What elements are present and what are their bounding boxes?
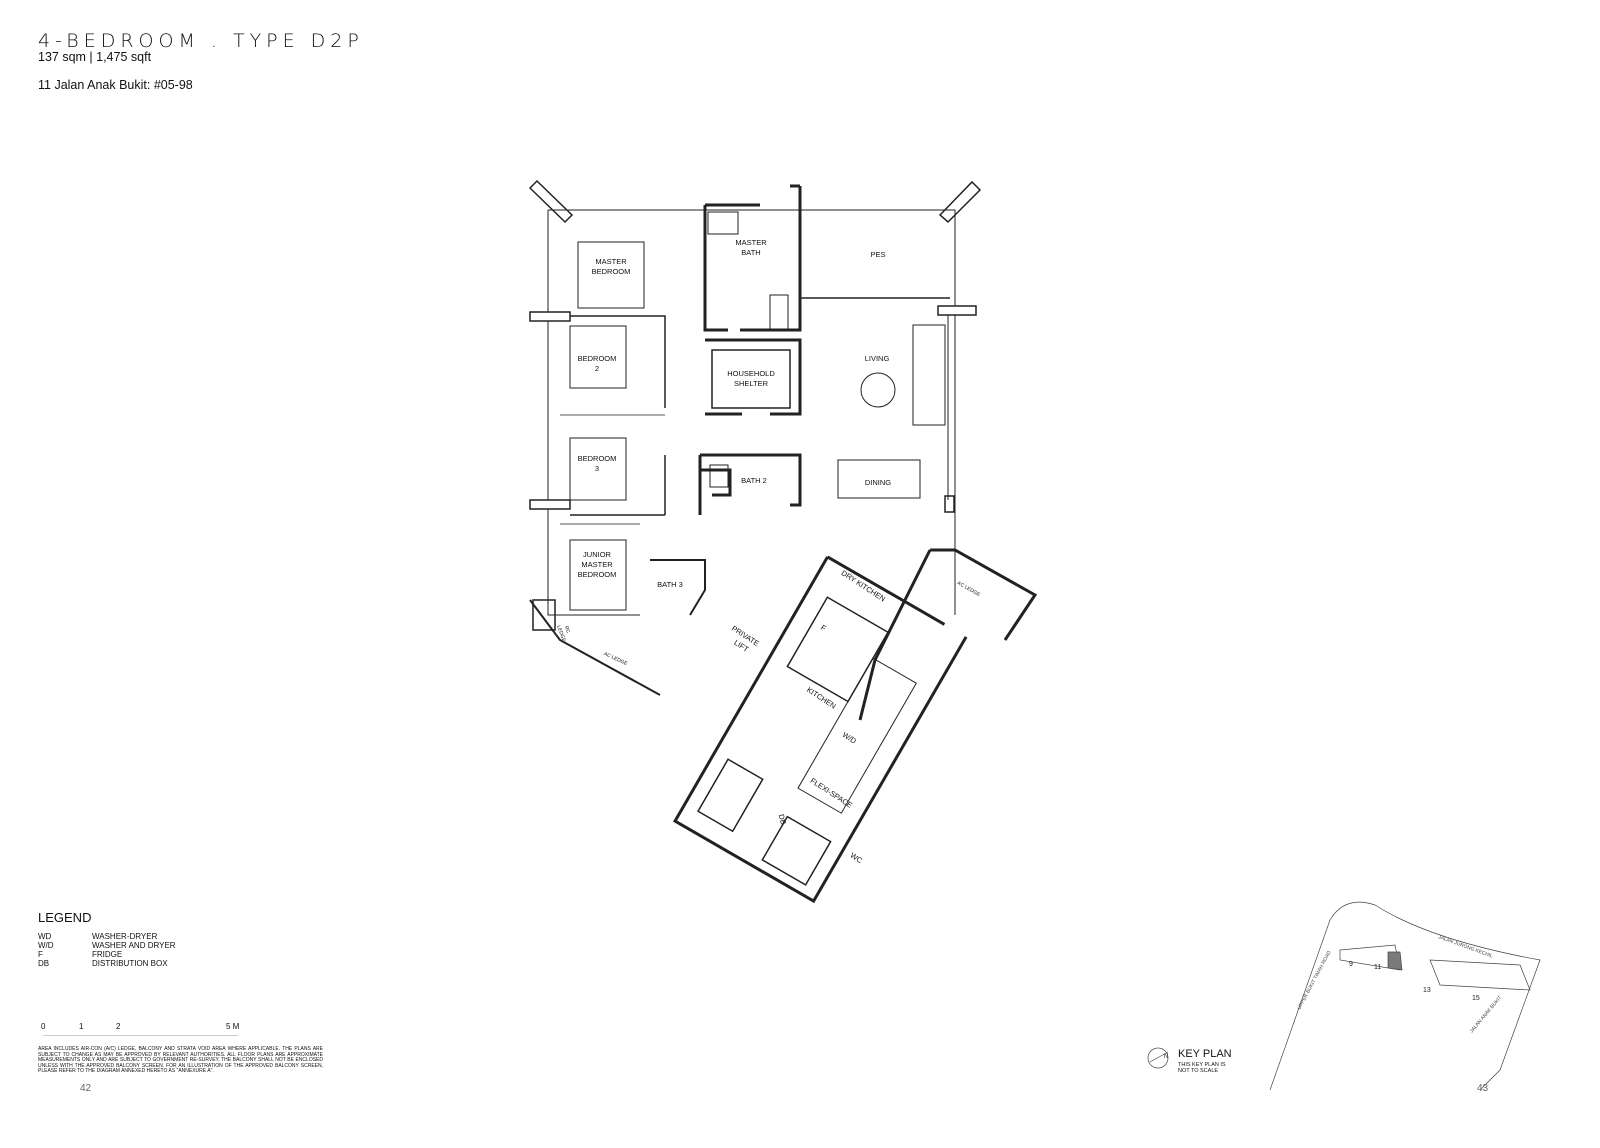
- svg-text:N: N: [1164, 1054, 1168, 1060]
- svg-text:SHELTER: SHELTER: [734, 379, 769, 388]
- svg-text:15: 15: [1472, 995, 1480, 1002]
- label-ac-ledge-right: AC LEDGE: [956, 580, 981, 598]
- label-db: DB: [777, 813, 788, 825]
- room-labels: MASTER BEDROOM MASTER BATH PES BEDROOM 2…: [555, 238, 981, 865]
- page-title: 4-BEDROOM . TYPE D2P: [38, 30, 364, 52]
- legend-title: LEGEND: [38, 910, 92, 925]
- svg-text:UPPER BUKIT TIMAH ROAD: UPPER BUKIT TIMAH ROAD: [1296, 950, 1332, 1011]
- key-plan-title: KEY PLAN: [1178, 1048, 1232, 1060]
- svg-text:MASTER: MASTER: [581, 560, 613, 569]
- svg-text:BEDROOM: BEDROOM: [592, 267, 631, 276]
- label-master-bedroom: MASTER: [595, 257, 627, 266]
- label-wd: W/D: [841, 730, 859, 746]
- unit-area: 137 sqm | 1,475 sqft: [38, 50, 152, 64]
- label-kitchen: KITCHEN: [805, 685, 838, 710]
- highlighted-unit: [1387, 951, 1403, 971]
- label-fridge: F: [819, 623, 828, 633]
- unit-address: 11 Jalan Anak Bukit: #05-98: [38, 78, 193, 92]
- label-bedroom-3: BEDROOM: [578, 454, 617, 463]
- key-plan-note: THIS KEY PLAN IS NOT TO SCALE: [1178, 1062, 1226, 1074]
- label-bedroom-2: BEDROOM: [578, 354, 617, 363]
- label-bath-3: BATH 3: [657, 580, 683, 589]
- svg-text:BEDROOM: BEDROOM: [578, 570, 617, 579]
- svg-text:2: 2: [595, 364, 599, 373]
- label-master-bath: MASTER: [735, 238, 767, 247]
- label-pes: PES: [870, 250, 885, 259]
- label-wc: WC: [849, 851, 865, 866]
- page-number-right: 43: [1477, 1083, 1489, 1094]
- svg-text:9: 9: [1349, 961, 1353, 968]
- label-dining: DINING: [865, 478, 891, 487]
- label-household-shelter: HOUSEHOLD: [727, 369, 775, 378]
- north-arrow-icon: [1147, 1047, 1169, 1069]
- svg-text:JALAN JURONG KECHIL: JALAN JURONG KECHIL: [1437, 934, 1493, 959]
- svg-text:11: 11: [1374, 964, 1381, 971]
- label-flexi-space: FLEXI-SPACE: [809, 776, 854, 810]
- svg-text:LEDGE: LEDGE: [555, 625, 567, 644]
- label-bath-2: BATH 2: [741, 476, 767, 485]
- svg-text:3: 3: [595, 464, 599, 473]
- svg-text:BATH: BATH: [741, 248, 760, 257]
- label-rc-ledge: RC: [563, 625, 571, 634]
- label-living: LIVING: [865, 354, 890, 363]
- label-junior-master: JUNIOR: [583, 550, 612, 559]
- disclaimer: Area includes air-con (A/C) ledge, balco…: [38, 1046, 323, 1075]
- page-number-left: 42: [80, 1083, 92, 1094]
- scale-bar: 0 1 2 5 M: [38, 1022, 248, 1042]
- svg-text:13: 13: [1423, 987, 1431, 994]
